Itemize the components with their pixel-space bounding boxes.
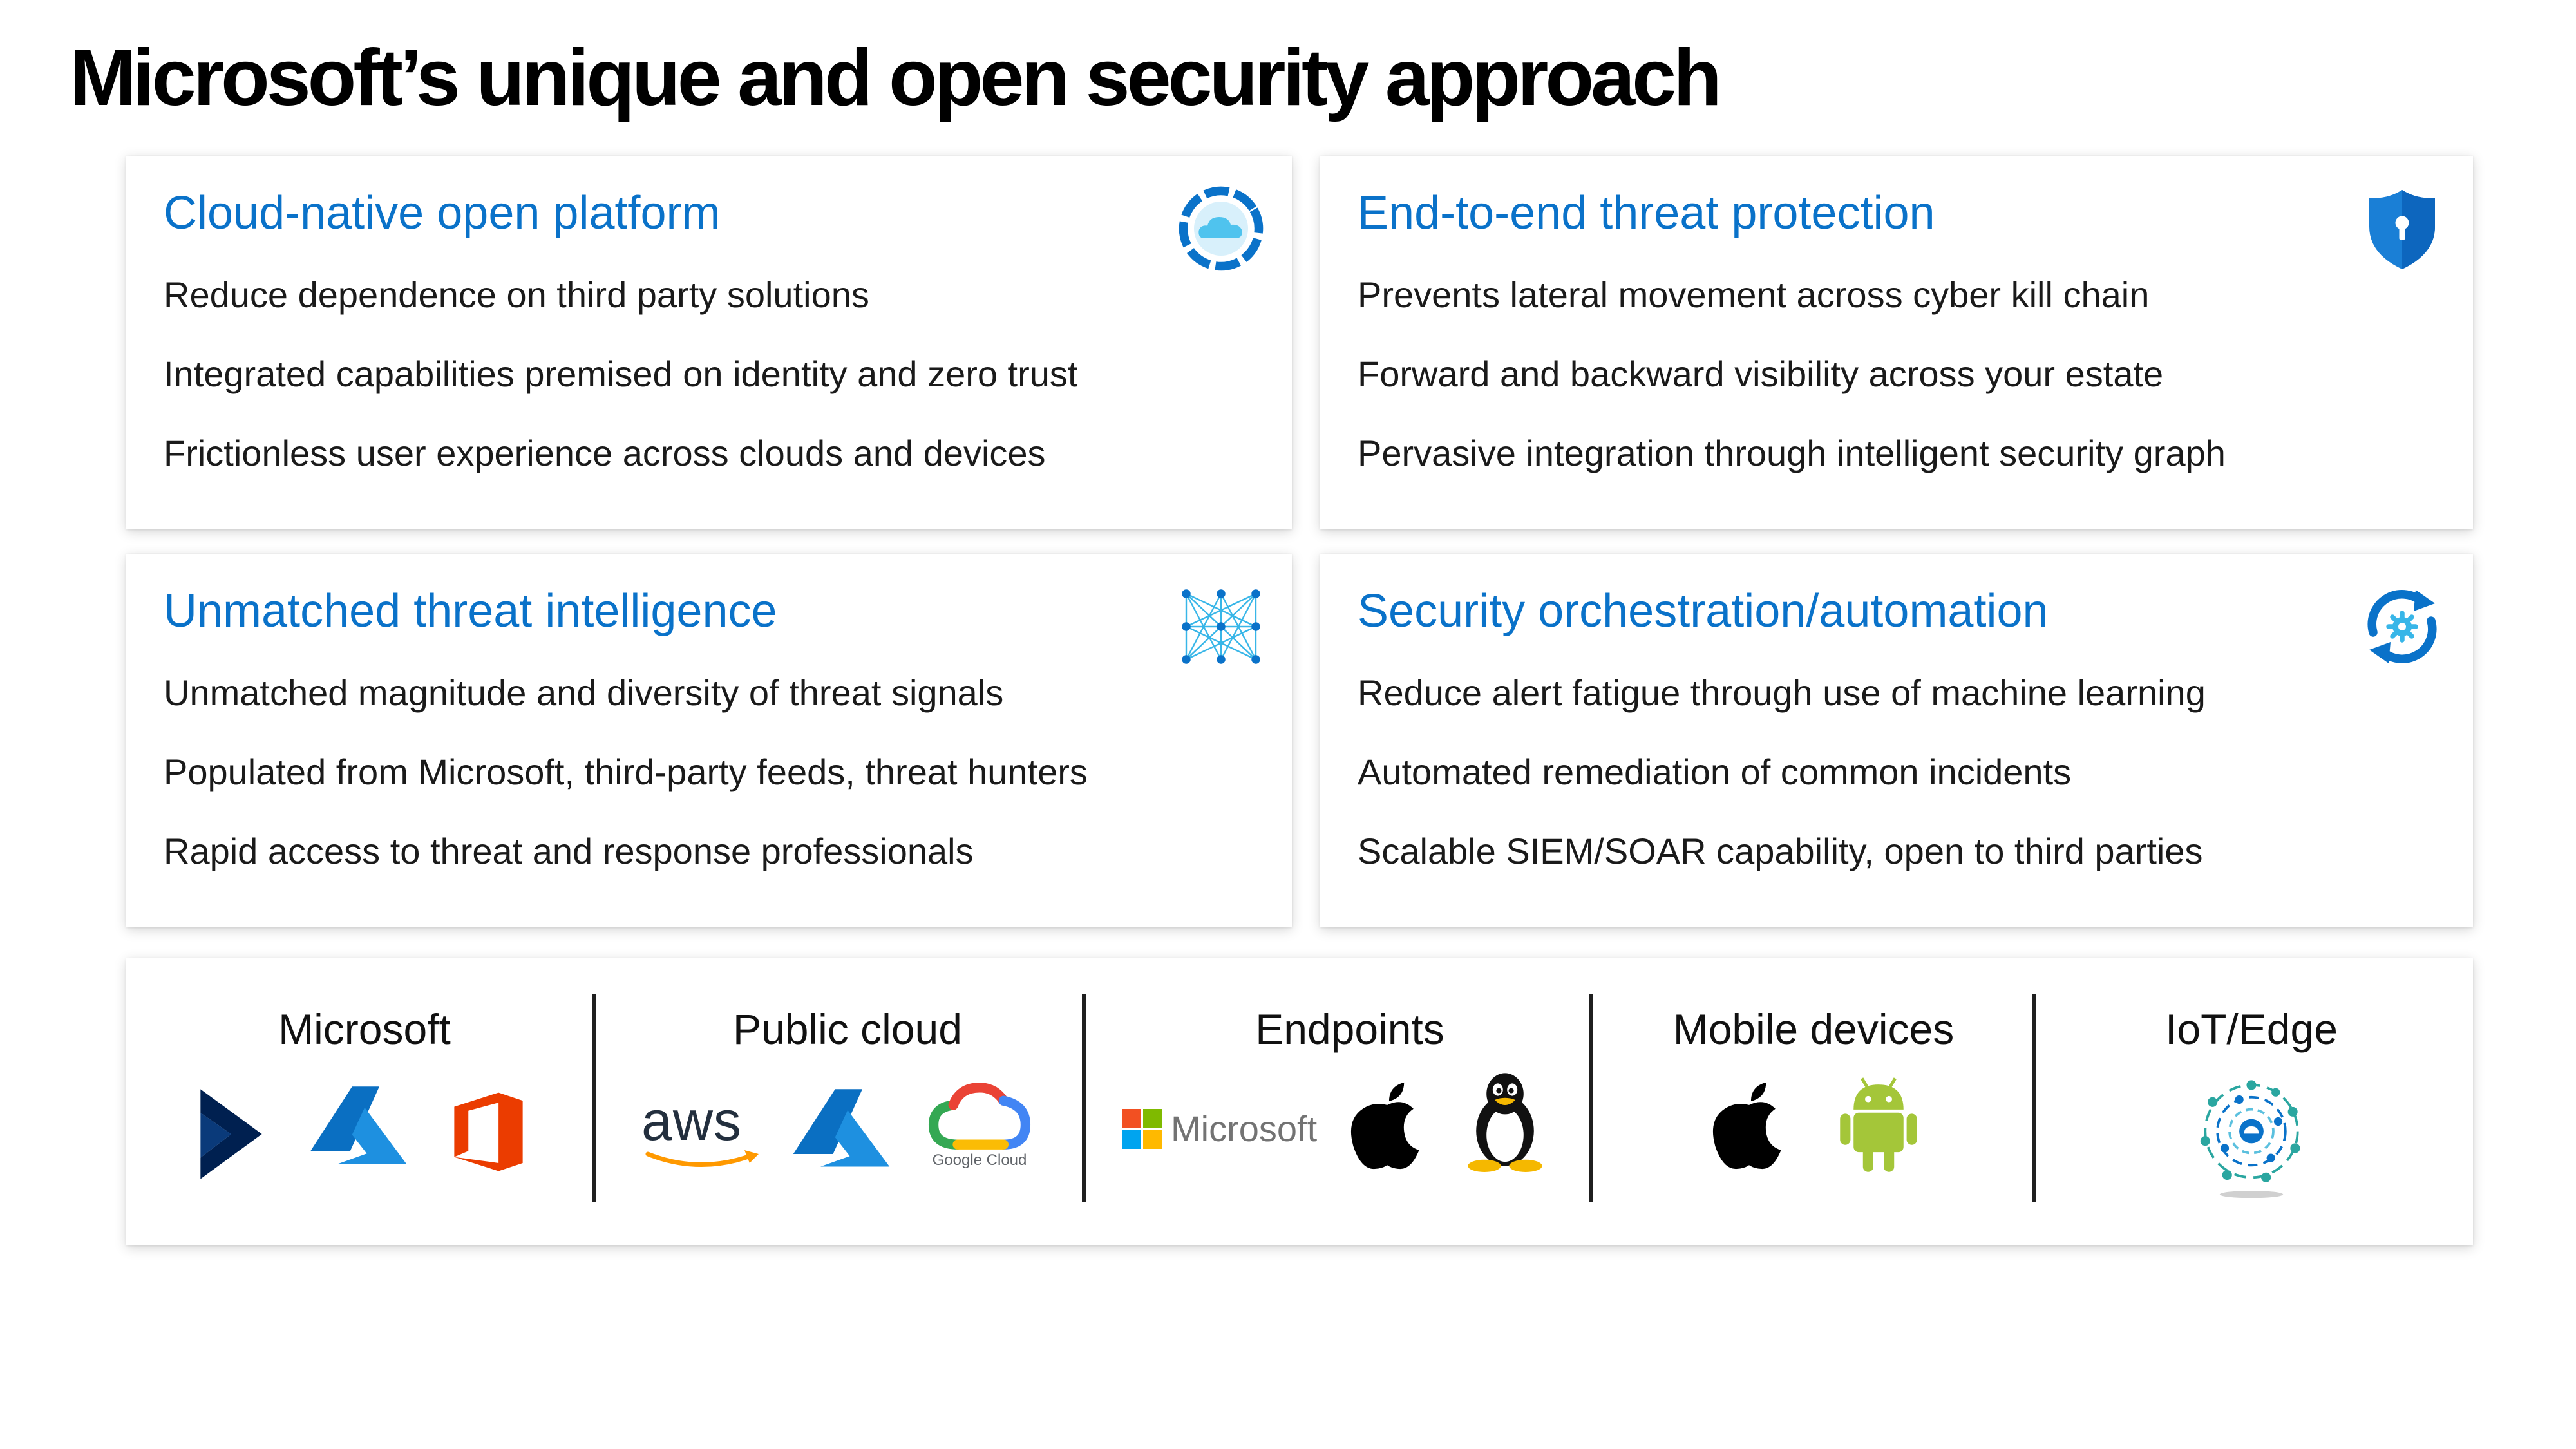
microsoft-logo: Microsoft [1122,1108,1321,1153]
android-logo [1837,1074,1920,1174]
card-title: Security orchestration/automation [1358,585,2049,637]
aws-logo: aws [641,1094,764,1177]
card-title: Unmatched threat intelligence [164,585,777,637]
iot-network-logo [2190,1073,2313,1202]
platform-label: Public cloud [733,1005,962,1053]
divider [2032,994,2036,1202]
platform-label: Microsoft [278,1005,451,1053]
apple-logo [1349,1081,1426,1171]
dynamics-logo [196,1086,267,1182]
card-item: Reduce alert fatigue through use of mach… [1358,672,2206,713]
card-item: Integrated capabilities premised on iden… [164,354,1078,394]
page-title: Microsoft’s unique and open security app… [70,33,1722,122]
cloud-icon [1173,180,1269,277]
platform-group-endpoints: Endpoints Microsoft [1105,958,1595,1245]
card-item: Prevents lateral movement across cyber k… [1358,274,2150,315]
aws-wordmark: aws [641,1090,742,1152]
shield-lock-icon [2354,180,2450,277]
google-cloud-wordmark: Google Cloud [932,1151,1027,1169]
card-cloud-native-platform: Cloud-native open platform Reduce depend… [126,156,1292,529]
card-item: Unmatched magnitude and diversity of thr… [164,672,1004,713]
platform-group-mobile-devices: Mobile devices [1607,958,2020,1245]
divider [1082,994,1086,1202]
platforms-strip: Microsoft Public cloud aws Goo [126,958,2473,1245]
card-title: End-to-end threat protection [1358,187,1935,239]
platform-group-iot-edge: IoT/Edge [2052,958,2451,1245]
card-item: Scalable SIEM/SOAR capability, open to t… [1358,831,2203,871]
card-threat-intelligence: Unmatched threat intelligence Unmatched … [126,554,1292,927]
card-item: Rapid access to threat and response prof… [164,831,974,871]
platform-label: IoT/Edge [2165,1005,2338,1053]
card-end-to-end-protection: End-to-end threat protection Prevents la… [1320,156,2473,529]
apple-logo [1710,1081,1788,1171]
platform-group-public-cloud: Public cloud aws Google Cloud [616,958,1079,1245]
azure-logo [788,1087,895,1171]
card-title: Cloud-native open platform [164,187,721,239]
google-cloud-logo: Google Cloud [925,1081,1034,1184]
platform-group-microsoft: Microsoft [165,958,564,1245]
card-items: Prevents lateral movement across cyber k… [1358,277,2226,515]
divider [592,994,596,1202]
card-items: Unmatched magnitude and diversity of thr… [164,675,1088,913]
card-items: Reduce dependence on third party solutio… [164,277,1077,515]
platform-label: Endpoints [1255,1005,1444,1053]
card-item: Populated from Microsoft, third-party fe… [164,752,1088,792]
card-item: Reduce dependence on third party solutio… [164,274,869,315]
card-security-orchestration: Security orchestration/automation Reduce… [1320,554,2473,927]
divider [1589,994,1593,1202]
gear-sync-icon [2354,578,2450,675]
linux-tux-logo [1463,1069,1547,1172]
card-item: Frictionless user experience across clou… [164,433,1046,473]
card-item: Forward and backward visibility across y… [1358,354,2164,394]
office-logo [448,1088,529,1175]
network-mesh-icon [1173,578,1269,675]
azure-logo [305,1084,412,1168]
card-item: Automated remediation of common incident… [1358,752,2072,792]
platform-label: Mobile devices [1672,1005,1955,1053]
microsoft-wordmark: Microsoft [1171,1108,1318,1149]
card-item: Pervasive integration through intelligen… [1358,433,2226,473]
card-items: Reduce alert fatigue through use of mach… [1358,675,2206,913]
